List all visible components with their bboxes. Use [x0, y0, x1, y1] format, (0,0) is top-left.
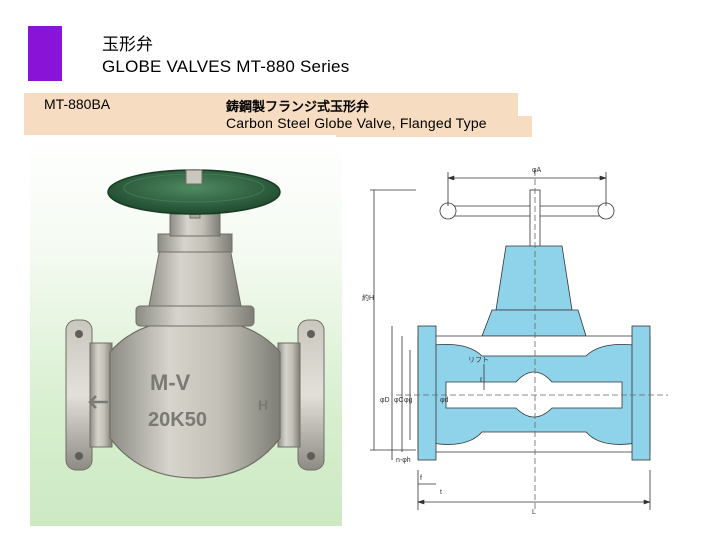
dim-phig: φg — [404, 397, 413, 404]
dim-H: 約H — [362, 293, 374, 302]
accent-bar — [28, 26, 62, 81]
dim-f: f — [420, 475, 422, 482]
valve-body — [109, 319, 281, 479]
dim-phiA: φA — [532, 167, 542, 174]
marking-h: H — [258, 397, 268, 413]
sectional-drawing: φA 約H リフト ℓ φD φC φg φd n-φh f t L — [362, 167, 668, 516]
page-title: 玉形弁 GLOBE VALVES MT-880 Series — [102, 34, 349, 78]
marking-brand: M-V — [150, 370, 191, 395]
gland — [157, 233, 233, 253]
right-flange — [277, 319, 325, 471]
product-name-japanese: 鋳鋼製フランジ式玉形弁 — [226, 100, 370, 115]
dim-phiD: φD — [380, 397, 390, 404]
title-japanese: 玉形弁 — [102, 35, 153, 55]
title-english: GLOBE VALVES MT-880 Series — [102, 57, 350, 76]
dim-phid: φd — [440, 397, 449, 404]
dim-bolts: n-φh — [396, 457, 411, 464]
marking-rating: 20K50 — [148, 409, 207, 431]
product-name-english: Carbon Steel Globe Valve, Flanged Type — [226, 115, 487, 131]
handwheel-nut — [185, 169, 203, 185]
model-number: MT-880BA — [44, 96, 111, 112]
bonnet-flange — [135, 305, 255, 327]
dim-l: ℓ — [479, 377, 483, 384]
product-header-band-extension — [336, 116, 532, 137]
valve-photo: M-V 20K50 H — [65, 169, 325, 479]
flow-arrow-icon — [88, 395, 108, 409]
left-flange — [65, 319, 113, 471]
dim-lift: リフト — [468, 356, 489, 364]
dim-t: t — [440, 489, 442, 496]
dim-phiC: φC — [394, 397, 404, 404]
dim-L: L — [532, 509, 536, 516]
